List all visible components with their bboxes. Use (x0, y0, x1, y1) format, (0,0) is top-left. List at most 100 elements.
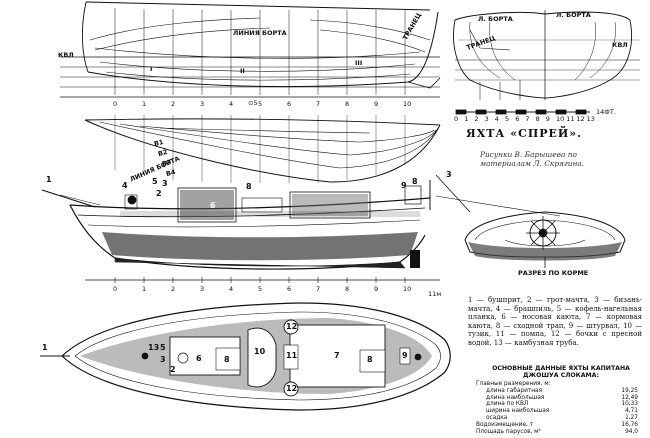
body-sheer-label-right: Л. БОРТА (556, 11, 591, 19)
sheer-line-label: ЛИНИЯ БОРТА (233, 29, 287, 37)
scale-tick-7: 7 (525, 115, 530, 123)
scale-tick-3: 3 (484, 115, 489, 123)
spec-label-6: Водоизмещение, т (476, 421, 534, 428)
profile-tick-3: 3 (200, 100, 205, 108)
half-breadth-view (84, 115, 441, 183)
spec-label-0: Главные размерения, м: (476, 381, 551, 387)
side-label-mizzen: 3 (162, 179, 168, 188)
line-roman-2: II (240, 67, 245, 75)
spec-value-4: 4,71 (625, 408, 638, 415)
plan-label-pinrail: 5 (160, 343, 166, 352)
profile-tick-2: 2 (171, 100, 176, 108)
bottom-tick-9: 9 (374, 285, 379, 293)
body-plan-view (453, 10, 640, 100)
spec-label-4: ширина наибольшая (486, 408, 550, 415)
profile-tick-5: 5 (258, 100, 263, 108)
spec-value-3: 10,33 (621, 401, 638, 408)
spec-value-5: 1,27 (625, 415, 638, 421)
plan-label-companion-fwd: 8 (224, 355, 230, 364)
deck-plan-view (40, 302, 451, 411)
scale-tick-6: 6 (515, 115, 520, 123)
profile-tick-0: 0 (113, 100, 118, 108)
stern-section-view (464, 211, 626, 268)
plan-label-stovepipe: 13 (148, 343, 160, 352)
section-caption: РАЗРЕЗ ПО КОРМЕ (518, 269, 589, 277)
profile-tick-6: 6 (287, 100, 292, 108)
spec-label-2: длина наибольшая (486, 394, 545, 401)
scale-tick-9: 9 (545, 115, 550, 123)
profile-tick-9: 9 (374, 100, 379, 108)
bottom-scale-units: 11м (428, 290, 442, 298)
profile-tick-10: 10 (403, 100, 412, 108)
waterline-label: КВЛ (58, 51, 74, 59)
bottom-tick-10: 10 (403, 285, 412, 293)
spec-value-1: 19,25 (621, 387, 638, 394)
scale-tick-0: 0 (454, 115, 459, 123)
scale-tick-11: 11 (566, 115, 575, 123)
profile-tick-4: 4 (229, 100, 234, 108)
spec-value-7: 94,0 (625, 428, 638, 435)
side-label-companion-aft: 8 (412, 177, 418, 186)
spec-label-1: длина габаритная (486, 387, 543, 394)
side-label-mizzen-aft: 3 (446, 170, 452, 179)
parts-legend: 1 — бушприт, 2 — грот-мачта, 3 — бизань-… (468, 296, 642, 347)
plan-label-bowsprit: 1 (42, 343, 48, 352)
scale-tick-12: 12 (576, 115, 585, 123)
plan-label-dinghy: 10 (254, 347, 266, 356)
side-label-fore-cabin: 6 (210, 201, 216, 210)
plan-label-fore-cabin: 6 (196, 354, 202, 363)
scale-tick-5: 5 (505, 115, 510, 123)
body-waterline-label: КВЛ (612, 41, 628, 49)
plan-label-barrel-bottom: 12 (286, 384, 298, 393)
bottom-tick-6: 6 (287, 285, 292, 293)
line-roman-3: III (355, 59, 363, 67)
spec-label-5: осадка (486, 415, 508, 421)
side-elevation-view (41, 174, 561, 283)
scale-tick-1: 1 (464, 115, 469, 123)
scale-tick-13: 13 (586, 115, 595, 123)
side-label-wheel: 9 (401, 181, 407, 190)
scale-tick-2: 2 (474, 115, 479, 123)
scale-tick-10: 10 (556, 115, 565, 123)
spec-label-3: длина по КВЛ (486, 401, 529, 408)
scale-tick-4: 4 (494, 115, 499, 123)
spec-label-7: Площадь парусов, м² (476, 428, 541, 435)
scale-units: 14ФТ. (596, 108, 616, 116)
bottom-tick-2: 2 (171, 285, 176, 293)
side-label-companion-fwd: 8 (246, 182, 252, 191)
bottom-tick-1: 1 (142, 285, 147, 293)
body-sheer-label-left: Л. БОРТА (478, 15, 513, 23)
plan-label-companion-aft: 8 (367, 355, 373, 364)
side-label-pinrail: 5 (152, 177, 158, 186)
profile-tick-7: 7 (316, 100, 321, 108)
profile-tick-8: 8 (345, 100, 350, 108)
bottom-tick-5: 5 (258, 285, 263, 293)
section-mark: ⊙5 (248, 99, 258, 107)
specs-heading: ОСНОВНЫЕ ДАННЫЕ ЯХТЫ КАПИТАНА ДЖОШУА СЛО… (492, 365, 630, 379)
bottom-tick-7: 7 (316, 285, 321, 293)
bottom-tick-0: 0 (113, 285, 118, 293)
bottom-tick-8: 8 (345, 285, 350, 293)
credit-text: Рисунки В. Барышева по материалам Л. Скр… (480, 150, 585, 168)
side-label-windlass: 4 (122, 181, 128, 190)
side-label-bowsprit: 1 (46, 175, 52, 184)
plan-label-pump: 11 (286, 351, 298, 360)
scale-tick-8: 8 (535, 115, 540, 123)
sheer-profile-view (60, 1, 441, 98)
plan-label-barrel-top: 12 (286, 322, 298, 331)
plan-label-mainmast: 2 (170, 365, 176, 374)
bottom-tick-4: 4 (229, 285, 234, 293)
spec-value-6: 16,76 (621, 421, 638, 428)
line-roman-1: I (150, 65, 153, 73)
profile-tick-1: 1 (142, 100, 147, 108)
scale-bar (455, 109, 590, 115)
plan-label-wheel: 9 (402, 351, 408, 360)
plan-label-aft-cabin: 7 (334, 351, 340, 360)
spec-value-2: 12,49 (621, 394, 638, 401)
side-label-mainmast: 2 (156, 189, 162, 198)
page-title: ЯХТА «СПРЕЙ». (466, 127, 582, 140)
plan-label-mizzen: 3 (160, 355, 166, 364)
bottom-tick-3: 3 (200, 285, 205, 293)
